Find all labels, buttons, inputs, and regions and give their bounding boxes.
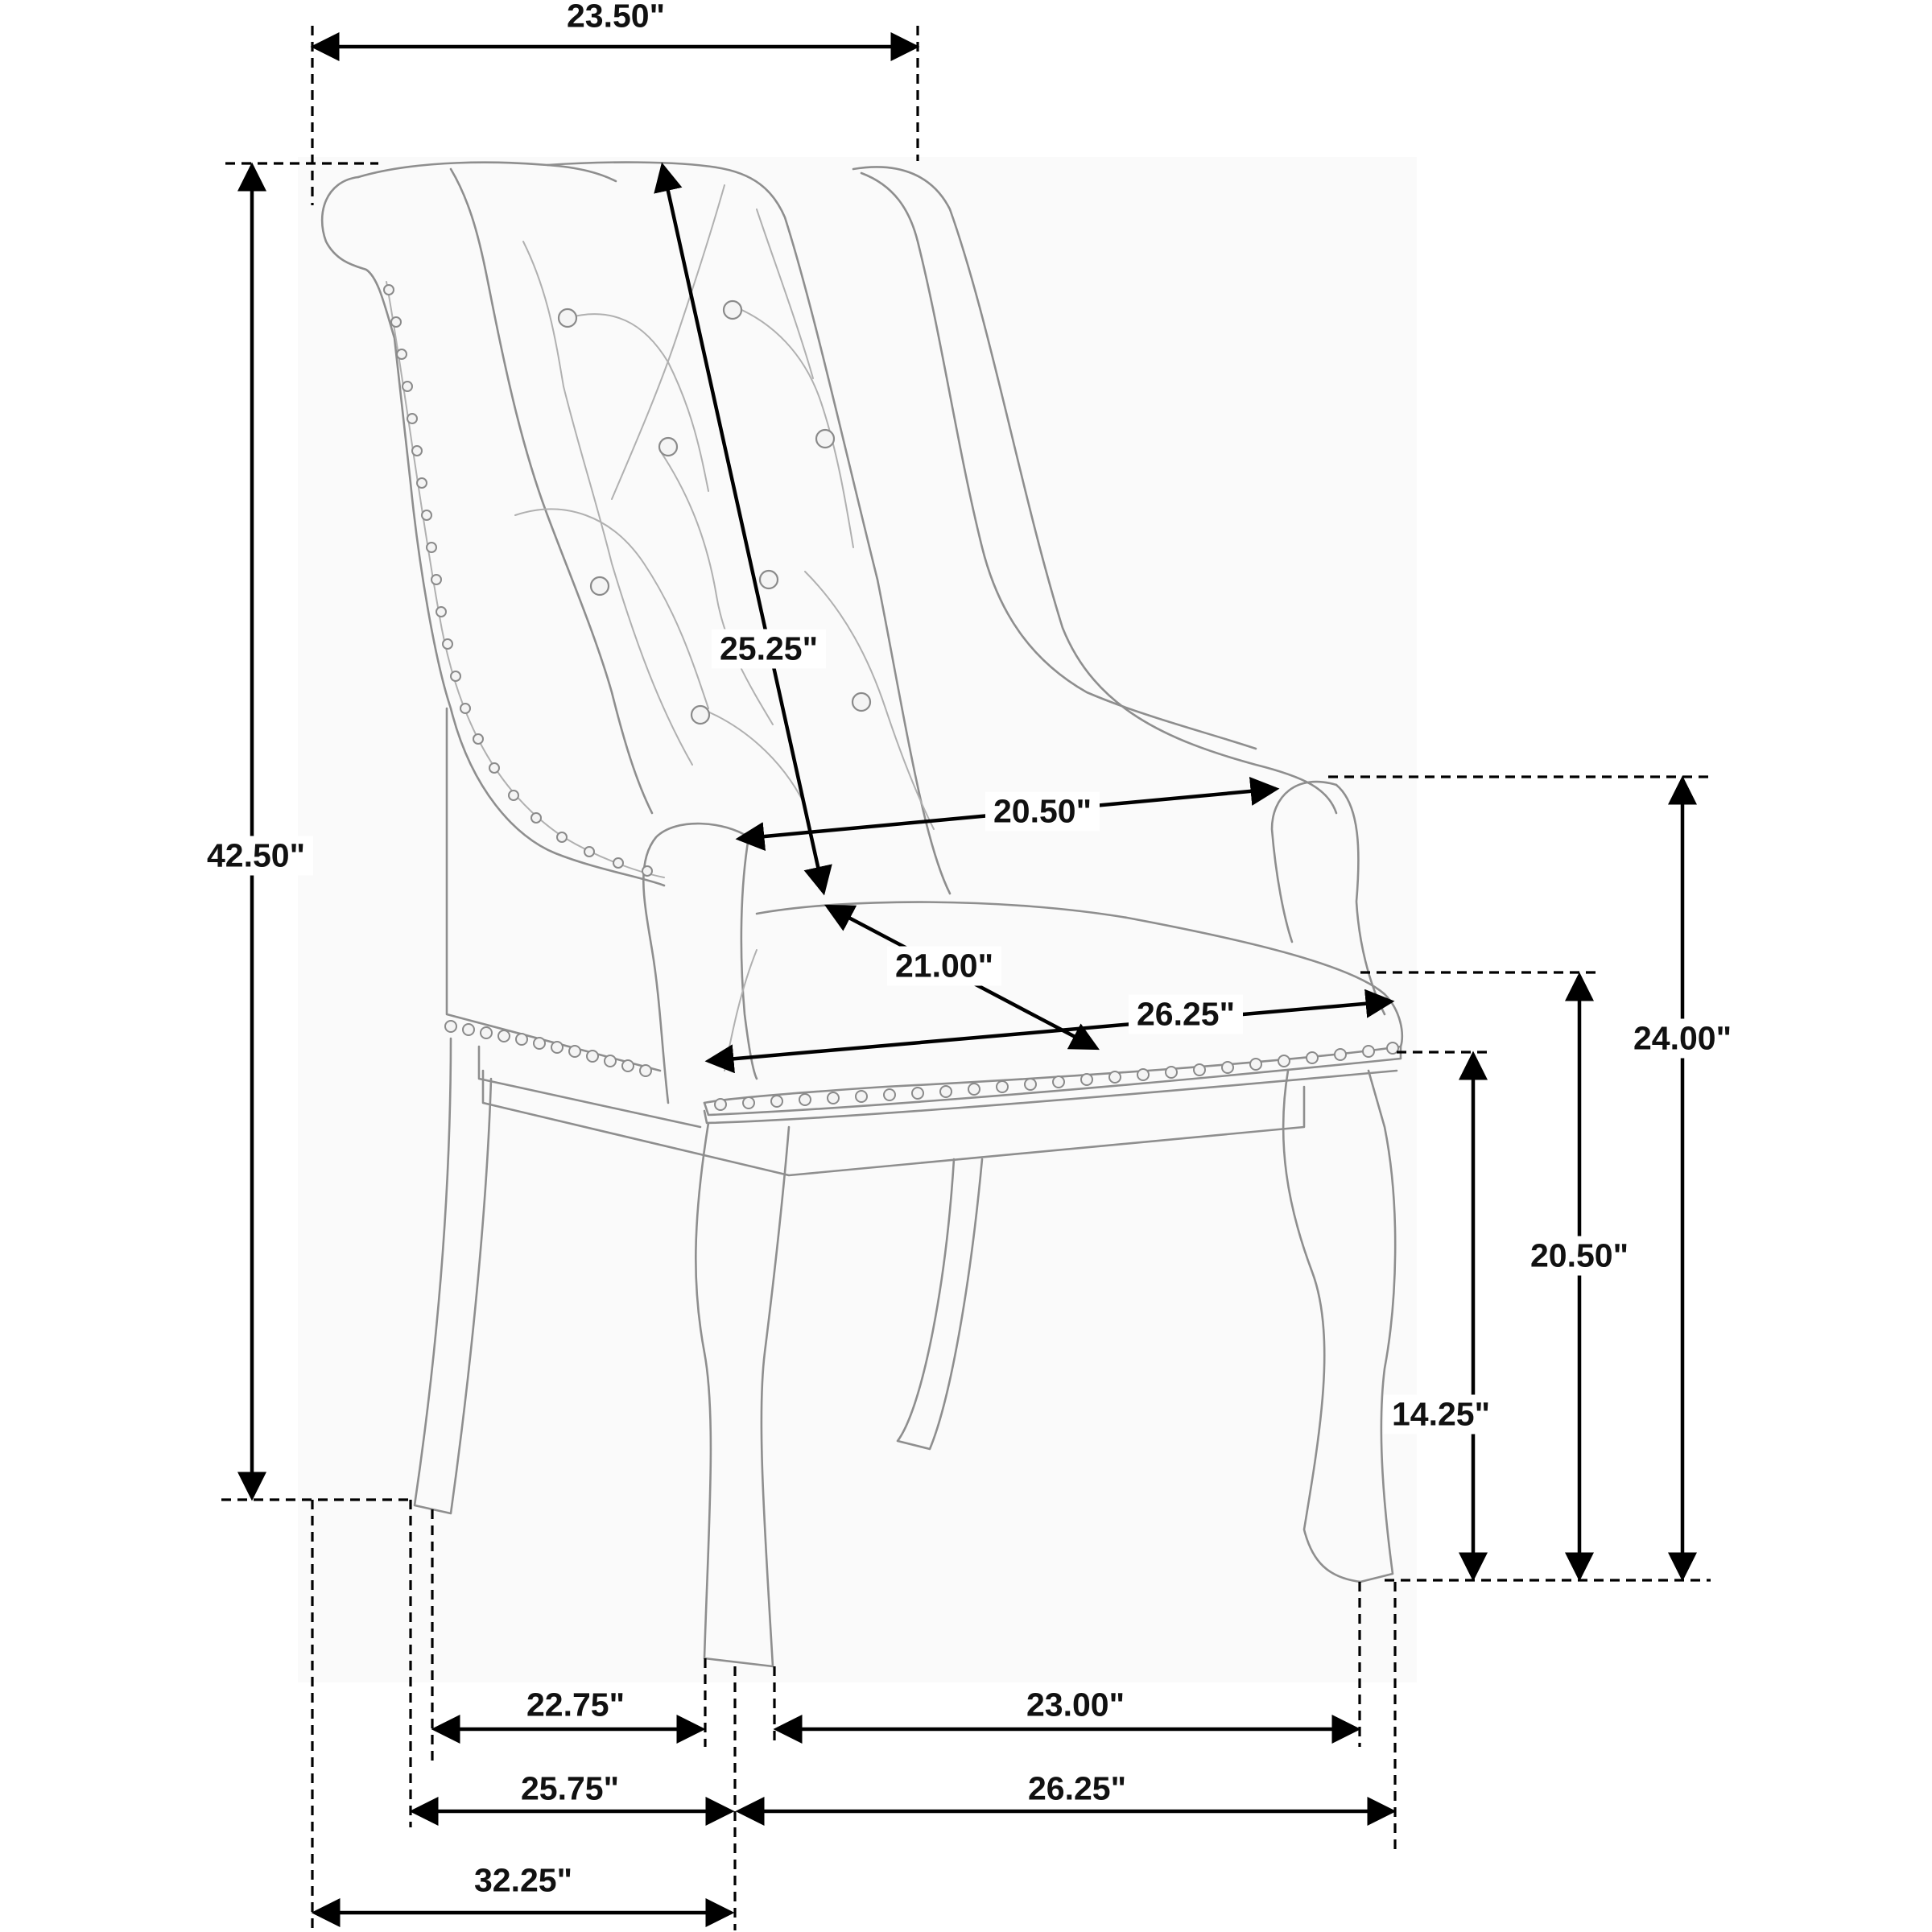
front-right-leg [1282,1069,1397,1583]
label-leg-depth-outer: 25.75" [512,1769,628,1809]
label-seat-depth: 21.00" [886,946,1002,986]
left-wing-top-scroll [357,161,617,183]
left-wing-stud-rail [386,281,665,878]
left-side-apron [477,1045,702,1129]
right-wing-inner [860,171,1257,750]
nailhead-trim-wing [383,284,653,877]
label-leg-width-outer: 26.25" [1019,1769,1135,1809]
sketch-background [298,157,1417,1682]
left-wing-inner-edge [449,167,654,815]
dimension-arrows [237,32,1697,1927]
arrow-back-diagonal [654,162,832,896]
label-arm-height: 24.00" [1624,1018,1740,1059]
label-overall-height: 42.50" [198,836,314,876]
label-overall-depth: 32.25" [465,1860,581,1901]
label-leg-depth-inner: 22.75" [518,1685,634,1725]
back-right-leg [896,1158,984,1451]
nailhead-trim-left [444,1020,652,1077]
right-wing-outline [852,166,1338,815]
label-apron-height: 14.25" [1383,1394,1499,1435]
back-left-leg [413,1037,493,1515]
label-overall-width: 23.50" [558,0,674,36]
label-leg-width-inner: 23.00" [1018,1685,1133,1725]
right-arm-outer [1335,783,1386,1016]
label-seat-height: 20.50" [1521,1236,1637,1276]
label-back-diagonal: 25.25" [711,629,827,669]
label-seat-width: 26.25" [1128,994,1244,1034]
front-seat-rail-bottom [703,1069,1398,1125]
apron [481,1069,1306,1177]
arrow-seat-width [704,989,1395,1074]
chair-sketch [320,161,1404,1668]
label-inner-arm-width: 20.50" [985,791,1100,832]
front-left-leg [695,1121,791,1668]
left-wing-outline [320,175,666,887]
